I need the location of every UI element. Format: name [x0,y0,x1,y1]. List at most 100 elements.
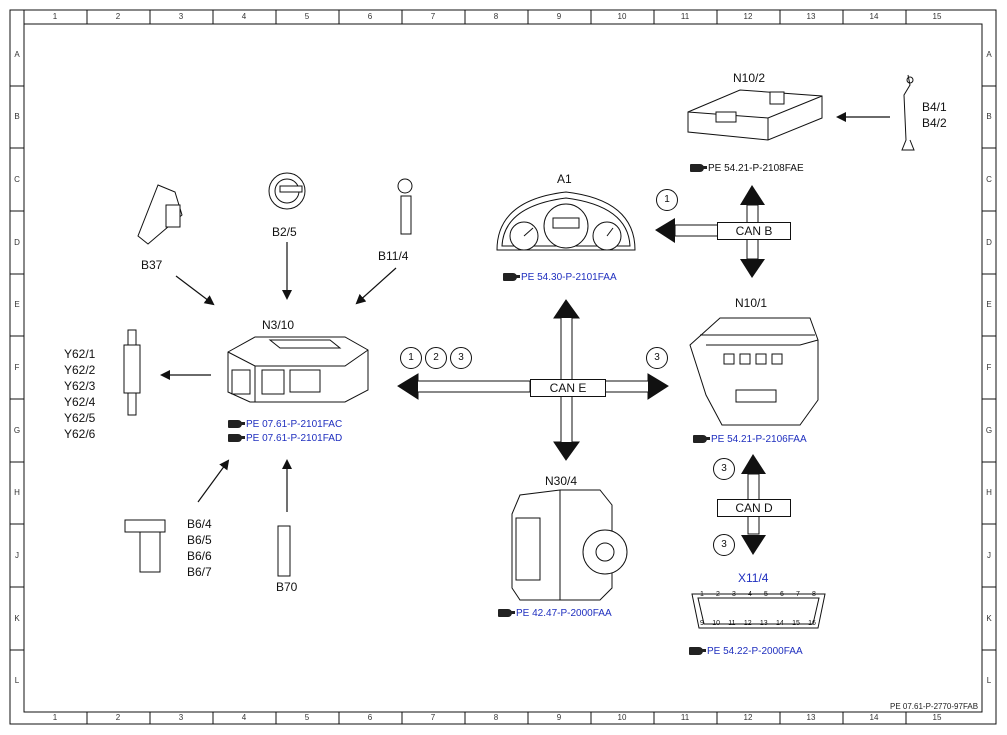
grid-col-11-bottom: 11 [680,713,690,722]
grid-col-2-bottom: 2 [115,713,121,722]
n10-1-module-drawing [689,317,819,426]
grid-row-k: K [14,614,20,623]
grid-row-h: H [14,488,20,497]
pointing-hand-icon [228,434,245,443]
grid-col-10: 10 [617,12,627,21]
grid-col-9: 9 [556,12,562,21]
grid-row-f: F [14,363,20,372]
can-d-label: CAN D [717,499,791,517]
grid-col-1-bottom: 1 [52,713,58,722]
grid-row-d: D [14,238,20,247]
grid-col-13-bottom: 13 [806,713,816,722]
obd-pin: 16 [808,620,816,627]
label-y62-6: Y62/6 [64,427,96,441]
obd-pin: 10 [712,620,720,627]
can-e-arrowheads [398,300,668,460]
obd-pin: 5 [764,591,768,598]
label-b6-4: B6/4 [187,517,212,531]
ref-n3-10-link-a[interactable]: PE 07.61-P-2101FAC [228,419,342,431]
label-y62-group: Y62/1 Y62/2 Y62/3 Y62/4 Y62/5 Y62/6 [64,346,95,442]
ref-x11-4-text: PE 54.22-P-2000FAA [707,646,803,657]
grid-row-c-right: C [986,175,992,184]
grid-row-e-right: E [986,300,992,309]
grid-row-g: G [13,426,21,435]
circle-marker-left-1: 1 [400,347,422,369]
grid-col-12-bottom: 12 [743,713,753,722]
label-b6-7: B6/7 [187,565,212,579]
label-y62-4: Y62/4 [64,395,96,409]
can-b-label: CAN B [717,222,791,240]
n3-10-ecu-drawing [227,336,369,403]
ref-n10-1-text: PE 54.21-P-2106FAA [711,434,807,445]
obd-pin: 15 [792,620,800,627]
grid-col-12: 12 [743,12,753,21]
grid-row-a: A [14,50,20,59]
obd-pins-top-row: 1 2 3 4 5 6 7 8 [700,590,816,599]
circle-marker-can-d-bottom: 3 [713,534,735,556]
ref-n3-10-text-b: PE 07.61-P-2101FAD [246,433,343,444]
ref-n10-1-link[interactable]: PE 54.21-P-2106FAA [693,434,807,446]
grid-row-h-right: H [986,488,992,497]
signal-arrows [160,112,890,512]
label-n10-2: N10/2 [733,71,766,85]
grid-row-g-right: G [985,426,993,435]
can-d-arrowheads [741,454,766,555]
grid-col-6-bottom: 6 [367,713,373,722]
grid-col-1: 1 [52,12,58,21]
label-a1: A1 [557,172,572,186]
grid-col-2: 2 [115,12,121,21]
circle-marker-left-2: 2 [425,347,447,369]
can-e-label: CAN E [530,379,606,397]
circle-marker-can-d-top: 3 [713,458,735,480]
pointing-hand-icon [689,647,706,656]
ref-n10-2-link[interactable]: PE 54.21-P-2108FAE [690,163,804,175]
pointing-hand-icon [498,609,515,618]
n30-4-esp-unit-drawing [511,489,628,601]
grid-row-j-right: J [987,551,991,560]
label-b70: B70 [276,580,298,594]
pointing-hand-icon [693,435,710,444]
pointing-hand-icon [503,273,520,282]
ref-n10-2-text: PE 54.21-P-2108FAE [708,163,804,174]
label-n3-10: N3/10 [262,318,295,332]
a1-instrument-cluster-drawing [496,191,636,251]
ref-a1-text: PE 54.30-P-2101FAA [521,272,617,283]
grid-row-b: B [14,112,20,121]
obd-pin: 11 [728,620,736,627]
obd-pin: 13 [759,620,768,627]
ref-a1-link[interactable]: PE 54.30-P-2101FAA [503,272,617,284]
drawing-reference-code: PE 07.61-P-2770-97FAB [890,702,979,711]
ref-n30-4-text: PE 42.47-P-2000FAA [516,608,612,619]
pointing-hand-icon [690,164,707,173]
grid-col-15-bottom: 15 [932,713,942,722]
grid-col-11: 11 [680,12,690,21]
grid-col-3: 3 [178,12,184,21]
grid-col-10-bottom: 10 [617,713,627,722]
grid-row-k-right: K [986,614,992,623]
ref-x11-4-link[interactable]: PE 54.22-P-2000FAA [689,646,803,658]
grid-row-a-right: A [986,50,992,59]
obd-pin: 6 [780,591,784,598]
label-n30-4: N30/4 [545,474,578,488]
drawing-frame [9,9,997,725]
grid-col-8: 8 [493,12,499,21]
ref-n3-10-link-b[interactable]: PE 07.61-P-2101FAD [228,433,342,445]
grid-col-8-bottom: 8 [493,713,499,722]
label-b11-4: B11/4 [378,249,409,263]
ref-n30-4-link[interactable]: PE 42.47-P-2000FAA [498,608,612,620]
label-b6-5: B6/5 [187,533,212,547]
grid-row-j: J [15,551,19,560]
obd-pin: 9 [700,620,704,627]
label-b2-5: B2/5 [272,225,297,239]
obd-pin: 8 [812,591,816,598]
grid-row-d-right: D [986,238,992,247]
circle-marker-left-3: 3 [450,347,472,369]
label-b4-1: B4/1 [922,100,947,114]
grid-col-7-bottom: 7 [430,713,436,722]
sensor-drawings [123,172,413,577]
pointing-hand-icon [228,420,245,429]
obd-pin: 2 [716,591,720,598]
obd-pin: 12 [743,620,752,627]
